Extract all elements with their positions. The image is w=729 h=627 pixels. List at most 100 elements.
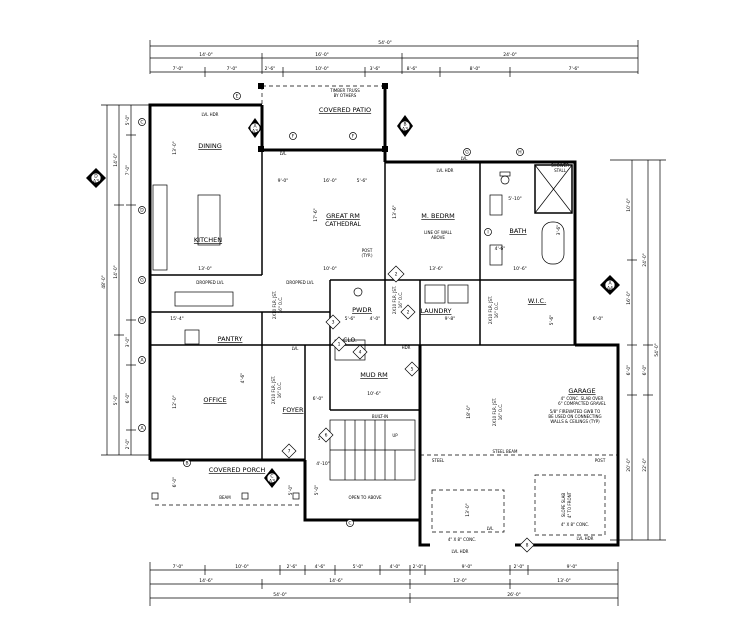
room-laundry: LAUNDRY: [421, 307, 452, 315]
note-lvl-hdr-bottom: LVL HDR: [452, 549, 469, 554]
note-steel-post-2: POST: [595, 458, 606, 463]
dim-pwdr-w: 5'-6": [345, 316, 356, 322]
door-tags: 2 2 3 4 5 6 7 8 1: [281, 265, 535, 553]
door-tag: 4: [352, 344, 368, 360]
dim-left-upper: 14'-0": [113, 153, 119, 167]
door-tag: 2: [400, 304, 416, 320]
exterior-walls: [148, 83, 620, 547]
dim-left-lower: 5'-0": [113, 395, 119, 406]
window-tag: I: [484, 228, 492, 236]
dim-left-seg-1: 5'-0": [125, 115, 131, 126]
room-garage: GARAGE: [568, 387, 595, 395]
room-office: OFFICE: [203, 396, 226, 404]
dim-top-seg-3: 2'-6": [265, 66, 276, 72]
door-tag: 5: [404, 361, 420, 377]
window-tag: D: [138, 206, 146, 214]
note-garage-slab-2: 6" COMPACTED GRAVEL: [558, 401, 606, 406]
room-labels: DINING KITCHEN COVERED PATIO GREAT RM CA…: [194, 106, 596, 474]
window-tag: F: [349, 132, 357, 140]
dim-left-seg-4: 6'-0": [125, 393, 131, 404]
dim-bot-seg-9: 9'-0": [462, 564, 473, 570]
svg-text:B: B: [403, 122, 406, 128]
svg-text:7: 7: [288, 449, 291, 455]
room-foyer: FOYER: [282, 406, 304, 414]
note-post: POST: [362, 248, 373, 253]
dim-top-right: 24'-0": [503, 52, 517, 58]
svg-text:A: A: [608, 281, 612, 287]
dim-wic-h: 5'-6": [549, 315, 555, 326]
door-tag: 3: [325, 314, 341, 330]
window-tag: C: [138, 118, 146, 126]
svg-text:A: A: [253, 124, 257, 130]
svg-text:4: 4: [359, 350, 362, 356]
dim-great-h: 17'-6": [313, 208, 319, 222]
dim-top-seg-1: 7'-0": [173, 66, 184, 72]
note-steel-beam: STEEL BEAM: [493, 449, 519, 454]
dim-right-seg-4: 6'-0": [626, 365, 632, 376]
door-tag: 7: [281, 443, 297, 459]
dim-right-seg-1: 10'-0": [626, 198, 632, 212]
note-lvl-4: LVL: [487, 526, 495, 531]
dim-bot-right: 26'-0": [507, 592, 521, 598]
room-dining: DINING: [198, 142, 222, 150]
dim-right-lower: 22'-0": [642, 458, 648, 472]
door-tag: 8: [519, 537, 535, 553]
dim-entry-1: 5'-0": [314, 485, 320, 496]
window-tag: G: [463, 148, 471, 156]
dim-dining-h: 13'-0": [172, 141, 178, 155]
room-m-bedrm: M. BEDRM: [421, 212, 454, 220]
dim-great-w3: 5'-6": [357, 178, 368, 184]
svg-text:8: 8: [526, 543, 529, 549]
dim-top-seg-2: 7'-0": [227, 66, 238, 72]
dim-bot-seg-2: 10'-0": [235, 564, 249, 570]
window-tag: B: [183, 459, 191, 467]
room-kitchen: KITCHEN: [194, 236, 222, 244]
note-post-sub: (TYP.): [361, 253, 373, 258]
dim-left-seg-5: 2'-0": [125, 439, 131, 450]
note-girder-3b: 16" O.C.: [494, 302, 499, 319]
dim-bot-seg-11: 9'-0": [567, 564, 578, 570]
dim-porch-2: 5'-0": [288, 485, 294, 496]
svg-text:D: D: [94, 174, 98, 180]
svg-text:G: G: [140, 278, 144, 284]
dim-top-mid: 16'-0": [315, 52, 329, 58]
door-tag: 6: [318, 427, 334, 443]
note-garage-2: BE USED ON CONNECTING: [548, 414, 601, 419]
window-tag: C: [346, 519, 354, 527]
dim-top-seg-4: 10'-0": [315, 66, 329, 72]
window-tag: A: [138, 356, 146, 364]
svg-text:5: 5: [411, 367, 414, 373]
note-built-in: BUILT-IN: [372, 414, 388, 419]
window-tag: G: [138, 276, 146, 284]
top-dimensions: 54'-0" 14'-0" 16'-0" 24'-0" 7'-0" 7'-0" …: [149, 40, 639, 77]
dim-bot-overall: 54'-0": [273, 592, 287, 598]
note-conc-2: 4" X 8" CONC.: [448, 537, 476, 542]
interior-dimensions: 13'-0" 13'-0" 9'-0" 16'-0" 5'-6" 17'-6" …: [170, 141, 603, 517]
dim-garage-w: 13'-0": [465, 503, 471, 517]
bottom-dimensions: 7'-0" 10'-0" 2'-6" 4'-6" 5'-0" 4'-0" 2'-…: [149, 562, 619, 606]
stair: [329, 419, 416, 481]
note-steel-post-1: STEEL: [432, 458, 445, 463]
dim-bedrm-h: 13'-6": [392, 205, 398, 219]
svg-text:B: B: [185, 461, 188, 467]
room-wic: W.I.C.: [528, 297, 546, 305]
note-dropped-lvl-1: DROPPED LVL: [196, 280, 224, 285]
svg-text:F: F: [352, 134, 355, 140]
dim-great-w: 9'-0": [278, 178, 289, 184]
note-girder-2: 2X10 FLR. JST.: [392, 286, 397, 314]
dim-office-h: 12'-0": [172, 395, 178, 409]
dim-left-overall: 48'-0": [101, 275, 107, 289]
note-hdr: HDR: [402, 345, 411, 350]
note-girder-4b: 16" O.C.: [277, 382, 282, 399]
dim-kitchen-h4: 4'-6": [240, 373, 246, 384]
window-tag: F: [289, 132, 297, 140]
note-lvl-hdr-bedrm: LVL HDR: [437, 168, 454, 173]
window-tags: E F F G H C D G H A A B C I: [138, 92, 524, 527]
dim-right-mid: 6'-0": [642, 365, 648, 376]
note-girder-4: 2X10 FLR. JST.: [271, 376, 276, 404]
note-beam: BEAM: [219, 495, 231, 500]
window-tag: H: [138, 316, 146, 324]
note-dropped-lvl-2: DROPPED LVL: [286, 280, 314, 285]
note-slope-1: SLOPE SLAB: [561, 493, 566, 518]
